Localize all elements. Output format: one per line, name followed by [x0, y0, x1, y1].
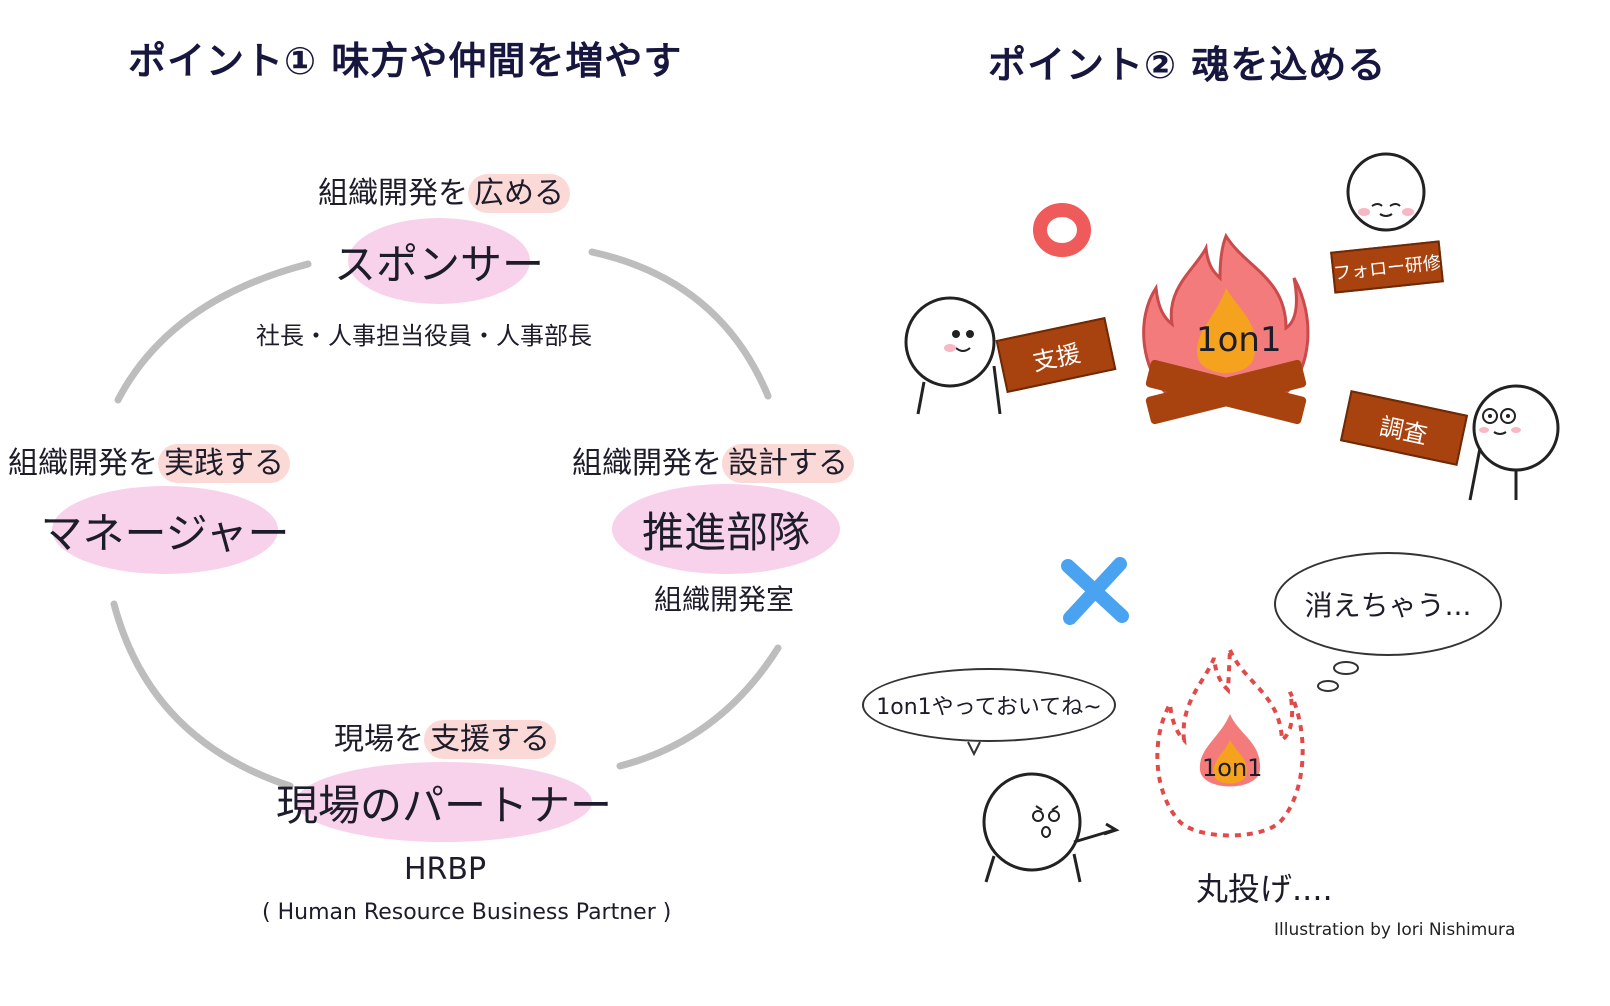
sponsor-blob: スポンサー: [334, 218, 544, 304]
cycle-arcs: [110, 248, 782, 790]
bad-caption: 丸投げ....: [1196, 870, 1333, 908]
fading-fire-label: 1on1: [1202, 754, 1263, 782]
partner-sub: HRBP: [404, 852, 487, 887]
partner-desc: 現場を支援する: [334, 714, 556, 759]
sponsor-desc-highlight: 広める: [468, 174, 570, 213]
fading-fire-icon: [1155, 649, 1305, 838]
promotion-blob: 推進部隊: [612, 484, 840, 574]
manager-blob: マネージャー: [40, 486, 290, 574]
campfire-icon: [1142, 232, 1310, 425]
bad-cross-icon: [1061, 557, 1129, 625]
person-top-icon: [1346, 152, 1426, 232]
sponsor-desc-pre: 組織開発を: [318, 176, 468, 211]
promotion-desc: 組織開発を設計する: [572, 438, 854, 483]
credit: Illustration by Iori Nishimura: [1274, 920, 1516, 940]
partner-desc-highlight: 支援する: [424, 720, 556, 759]
point2-title: ポイント② 魂を込める: [988, 43, 1387, 87]
plank-survey: 調査: [1339, 390, 1469, 466]
thought-text: 消えちゃう...: [1304, 589, 1472, 622]
person-left-icon: [904, 296, 1002, 415]
sponsor-desc: 組織開発を広める: [318, 168, 570, 213]
good-circle-icon: [1033, 203, 1091, 257]
speech-tail-icon: [967, 741, 981, 756]
good-fire-label: 1on1: [1196, 320, 1282, 360]
person-right-icon: [1468, 384, 1560, 501]
promotion-sub: 組織開発室: [654, 583, 795, 616]
manager-desc: 組織開発を実践する: [8, 438, 290, 483]
sponsor-name: スポンサー: [334, 239, 545, 289]
sponsor-sub: 社長・人事担当役員・人事部長: [256, 322, 592, 350]
person-pointing-icon: [982, 772, 1120, 883]
promotion-desc-pre: 組織開発を: [572, 446, 722, 481]
partner-sub2: ( Human Resource Business Partner ): [262, 900, 672, 925]
speech-bubble: 1on1やっておいてね~: [862, 668, 1116, 742]
partner-name: 現場のパートナー: [276, 780, 613, 830]
speech-text: 1on1やっておいてね~: [876, 695, 1102, 720]
promotion-desc-highlight: 設計する: [722, 444, 854, 483]
plank-support: 支援: [995, 316, 1117, 394]
manager-name: マネージャー: [40, 508, 290, 558]
point1-title: ポイント① 味方や仲間を増やす: [128, 39, 683, 83]
promotion-name: 推進部隊: [641, 507, 810, 557]
manager-desc-pre: 組織開発を: [8, 446, 158, 481]
thought-bubble: 消えちゃう...: [1274, 552, 1502, 656]
partner-desc-pre: 現場を: [334, 722, 424, 757]
thought-dots-icon: [1317, 661, 1359, 692]
partner-blob: 現場のパートナー: [276, 762, 612, 842]
manager-desc-highlight: 実践する: [158, 444, 290, 483]
